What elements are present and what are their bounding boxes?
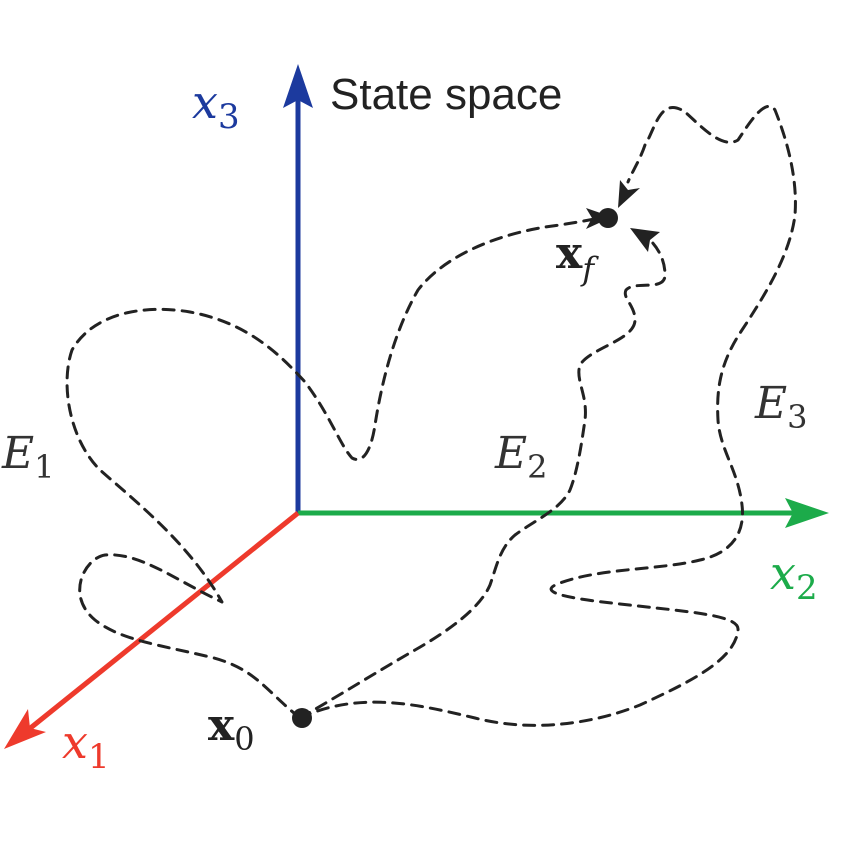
start-point-x0 [292,708,312,728]
x3-arrowhead [283,64,313,108]
x1-axis-label: x1 [62,715,110,777]
convergence-arrows [586,180,660,252]
axes [4,64,829,749]
trajectory-e2 [298,238,667,720]
final-point-xf [598,208,618,228]
arrowhead-e2 [630,228,660,252]
region-e2-label: E2 [494,428,547,486]
x2-arrowhead [785,498,829,528]
region-e3-label: E3 [754,378,807,436]
trajectories [65,105,797,727]
x2-axis-label: x2 [770,546,818,608]
x1-axis [26,511,300,732]
trajectory-e3 [298,105,797,727]
x1-arrowhead [4,709,46,749]
start-point-label: x0 [208,700,255,758]
trajectory-e1 [65,216,602,720]
arrowhead-e3 [618,180,640,208]
final-point-label: xf [556,228,599,288]
region-e1-label: E1 [1,428,54,486]
diagram-title: State space [330,70,562,119]
x3-axis-label: x3 [192,75,240,137]
